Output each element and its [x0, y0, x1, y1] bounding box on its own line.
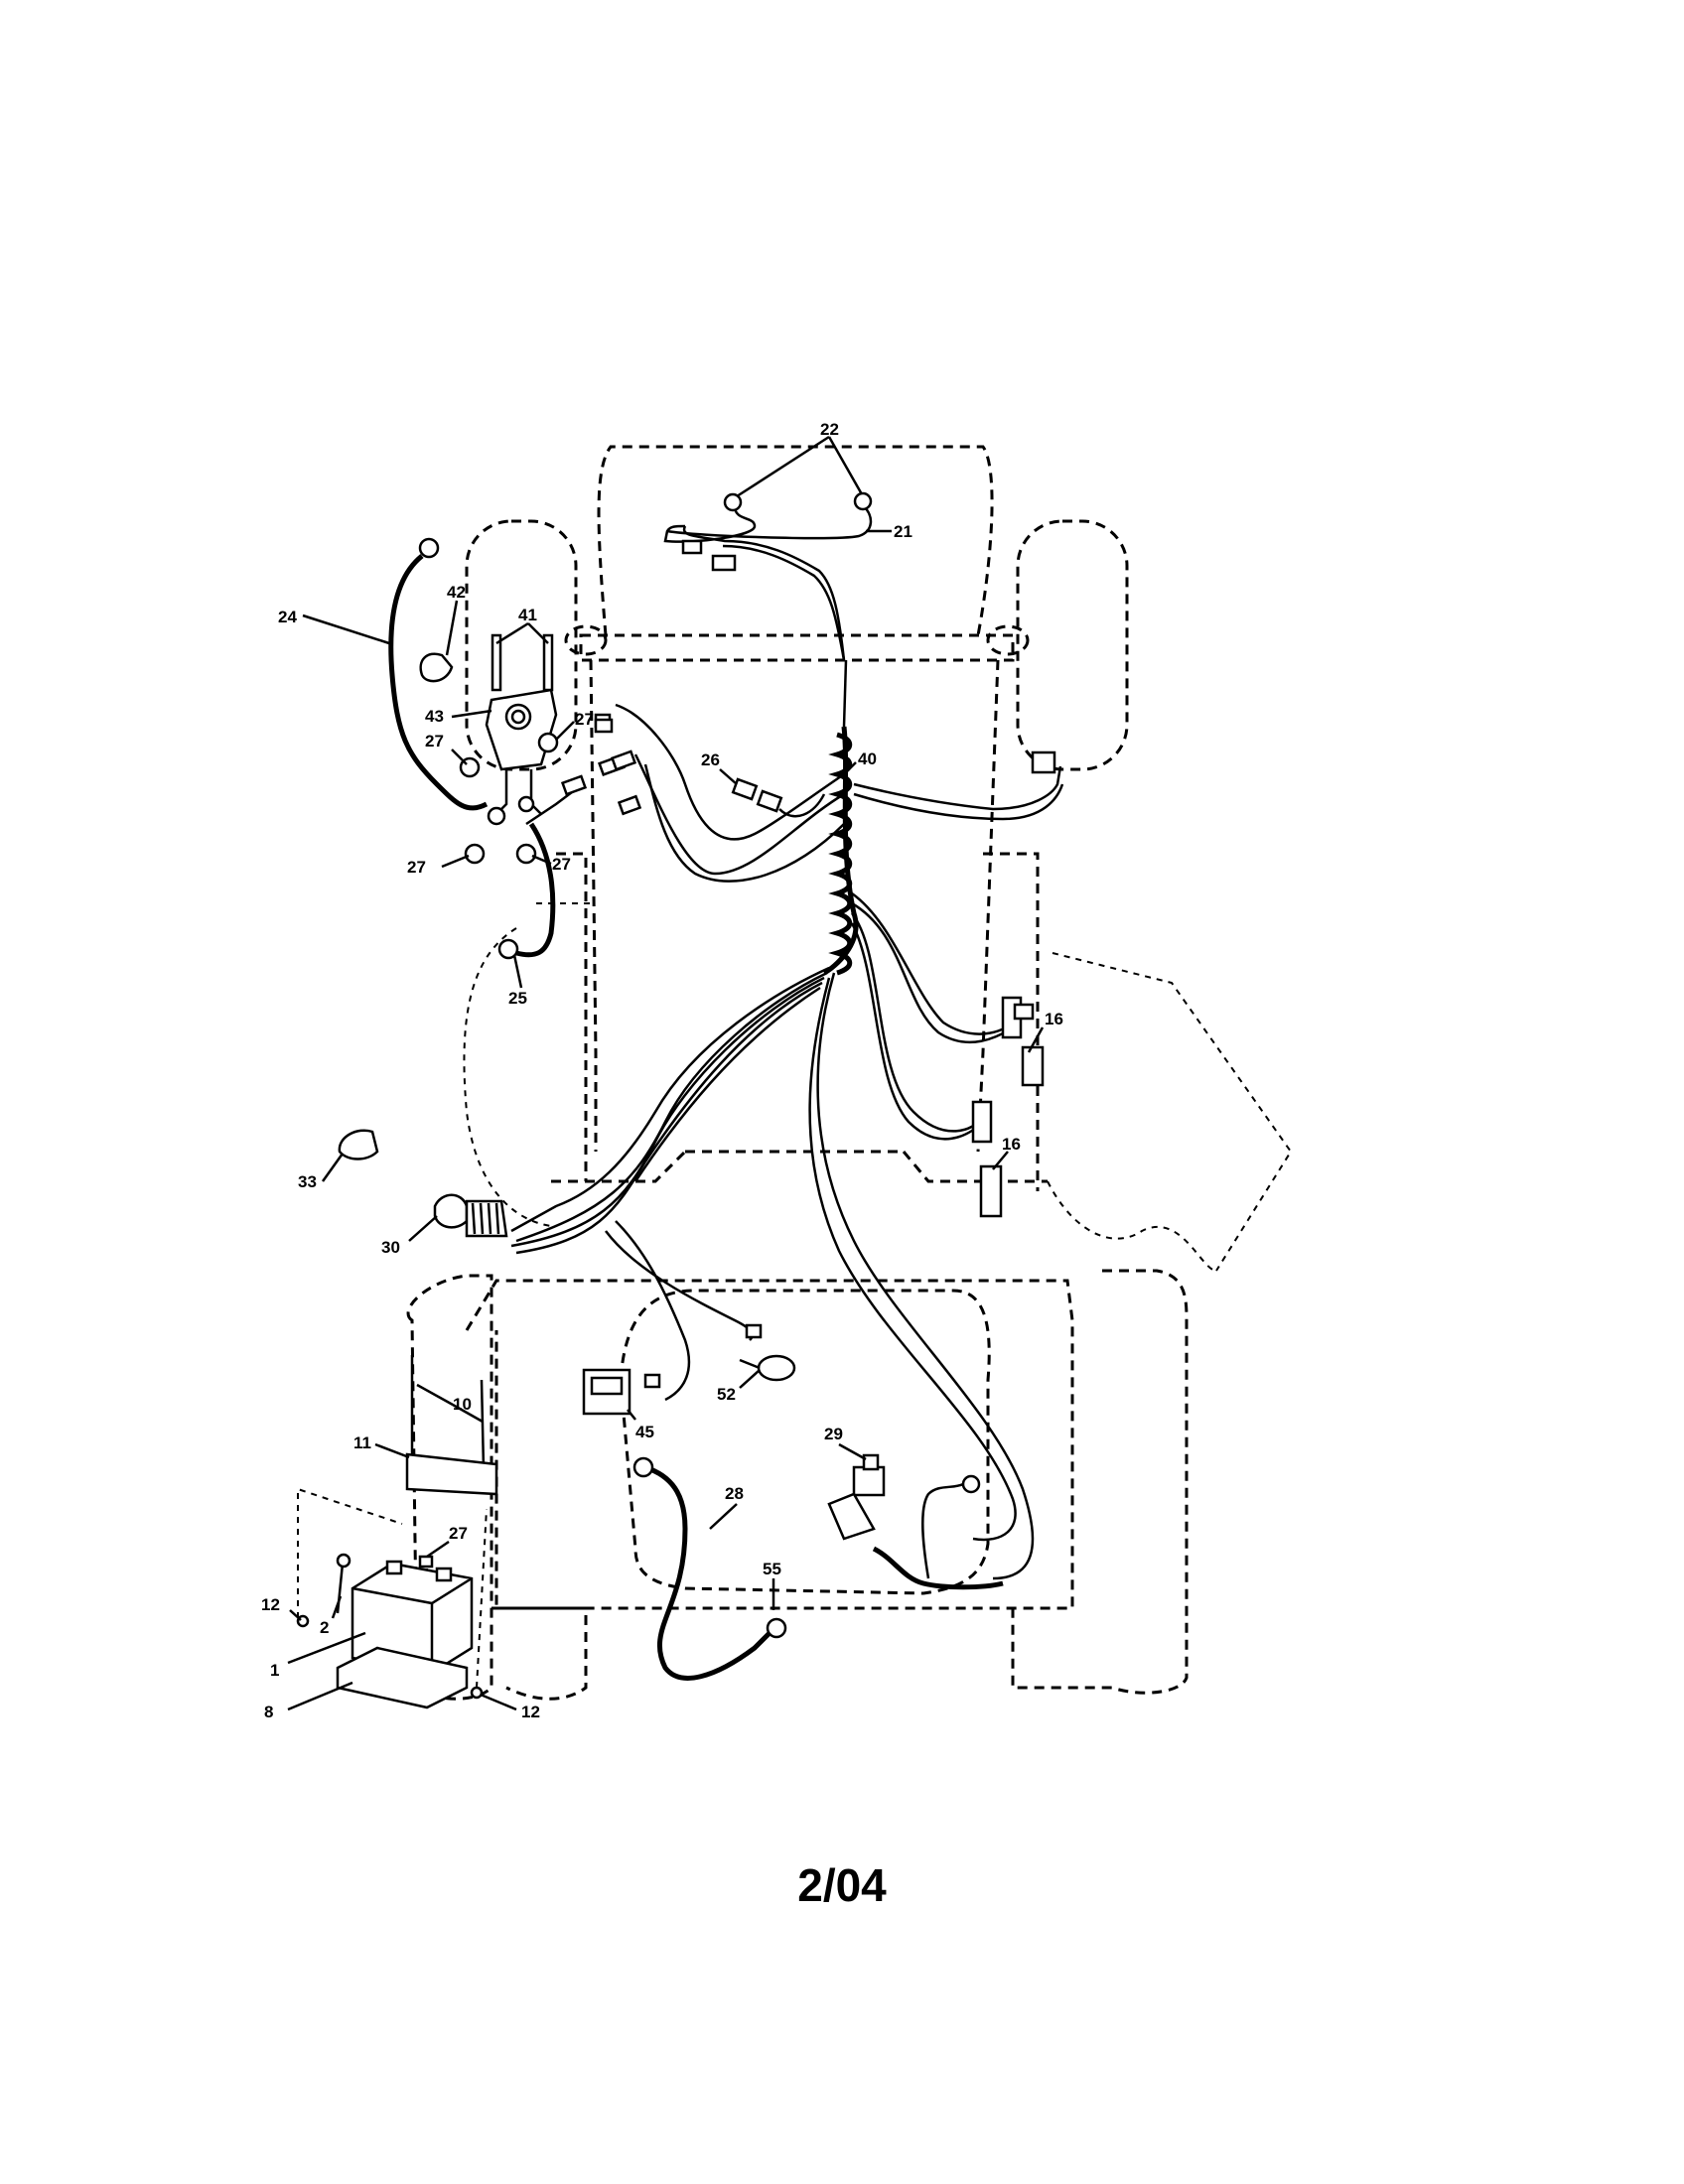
callout-16-upper: 16: [1045, 1010, 1063, 1028]
footer-date-code: 2/04: [797, 1859, 887, 1911]
key-switch: [338, 1129, 508, 1238]
main-harness: [510, 659, 1064, 1580]
bulb-52: [739, 1323, 796, 1382]
connector-26: [731, 777, 826, 818]
tractor-outline: [406, 445, 1293, 1701]
callout-27-battery: 27: [449, 1524, 468, 1543]
callout-10: 10: [453, 1395, 472, 1414]
callout-45: 45: [635, 1423, 654, 1441]
callout-43: 43: [425, 707, 444, 726]
callout-25: 25: [508, 989, 527, 1008]
callout-29: 29: [824, 1425, 843, 1443]
callout-27-lower-right: 27: [552, 855, 571, 874]
callout-8: 8: [264, 1703, 273, 1721]
callout-12-left: 12: [261, 1595, 280, 1614]
callout-42: 42: [447, 583, 466, 602]
callout-24: 24: [278, 608, 297, 626]
battery-assembly: [296, 1355, 498, 1709]
callout-40: 40: [858, 750, 877, 768]
callout-12-right: 12: [521, 1703, 540, 1721]
seat-switch: [827, 1453, 1004, 1590]
callout-52: 52: [717, 1385, 736, 1404]
callout-55: 55: [763, 1560, 781, 1578]
callout-28: 28: [725, 1484, 744, 1503]
connector-16-lower: [971, 1100, 1003, 1218]
callout-30: 30: [381, 1238, 400, 1257]
callout-27-solenoid-right: 27: [575, 710, 594, 729]
callout-41: 41: [518, 606, 537, 624]
ground-cable-28: [632, 1456, 787, 1681]
callout-2: 2: [320, 1618, 329, 1637]
callout-33: 33: [298, 1172, 317, 1191]
leader-lines: [287, 435, 1045, 1711]
callout-16-lower: 16: [1002, 1135, 1021, 1154]
callout-27-lower-left: 27: [407, 858, 426, 877]
callout-11: 11: [353, 1433, 371, 1452]
harness-coil: [828, 732, 853, 976]
callout-27-solenoid-left: 27: [425, 732, 444, 751]
callout-26: 26: [701, 751, 720, 769]
solenoid-assembly: [388, 537, 642, 960]
callout-labels: 22 21 24 42 41 43 27 27 27 27 26 40 25 1…: [261, 420, 1063, 1721]
callout-21: 21: [894, 522, 912, 541]
headlight-harness: [663, 491, 873, 661]
connector-16-upper: [1001, 996, 1045, 1087]
module-45: [582, 1368, 661, 1416]
callout-22: 22: [820, 420, 839, 439]
callout-1: 1: [270, 1661, 279, 1680]
